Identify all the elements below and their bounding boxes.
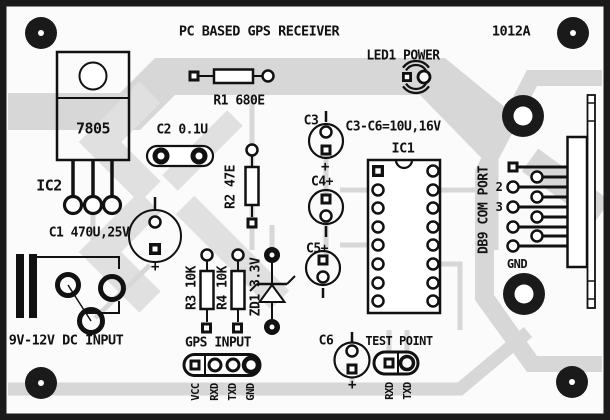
test-point-header [372, 350, 420, 376]
r4-label: R4 10K [215, 266, 231, 310]
r1-label: R1 680E [213, 93, 265, 109]
r2-label: R2 47E [223, 165, 239, 209]
c6-plus-mark: + [348, 377, 356, 393]
tp-pin-txd-label: TXD [401, 382, 414, 400]
test-point-label: TEST POINT [365, 334, 433, 348]
c1-label: C1 470U,25V [48, 225, 130, 241]
c5-capacitor [304, 249, 342, 298]
c1-capacitor [128, 197, 182, 263]
mounting-holes [25, 17, 589, 399]
c4-label: C4+ [311, 174, 333, 190]
r2-resistor [244, 143, 260, 229]
c2-label: C2 0.1U [156, 122, 208, 138]
c3-plus-mark: + [321, 159, 329, 175]
c3-label: C3 [303, 113, 319, 129]
r3-label: R3 10K [184, 266, 200, 310]
db9-pin3-label: 3 [495, 200, 503, 214]
c2-capacitor [145, 144, 215, 168]
c4-capacitor [307, 188, 345, 237]
cap-note-label: C3-C6=10U,16V [345, 119, 441, 135]
ic1-label: IC1 [391, 140, 415, 157]
gps-pin-vcc-label: VCC [189, 383, 202, 401]
ic2-ref-label: IC2 [36, 176, 62, 195]
led1-label: LED1 POWER [366, 48, 440, 64]
db9-gnd-label: GND [506, 257, 528, 271]
gps-input-label: GPS INPUT [185, 335, 251, 351]
tp-pin-rxd-label: RXD [383, 382, 396, 400]
led1-power [402, 59, 432, 95]
c1-plus-mark: + [151, 259, 159, 275]
db9-com-port-label: DB9 COM PORT [476, 166, 492, 254]
gps-input-header [182, 353, 262, 377]
db9-pin2-label: 2 [495, 180, 503, 194]
dc-input-jack [16, 254, 126, 335]
db9-connector [502, 94, 596, 315]
dc-input-label: 9V-12V DC INPUT [8, 332, 124, 349]
ic2-7805-regulator [55, 50, 131, 216]
c6-capacitor [333, 332, 371, 379]
gps-pin-rxd-label: RXD [208, 383, 221, 401]
zd1-label: ZD1 3.3V [248, 257, 264, 317]
gps-pin-gnd-label: GND [244, 383, 257, 401]
c6-label: C6 [318, 333, 334, 349]
ic2-part-label: 7805 [75, 119, 111, 138]
zd1-zener-diode [249, 247, 296, 335]
c5-label: C5+ [306, 241, 328, 257]
r4-resistor [230, 248, 246, 334]
ic1-dip16 [366, 158, 442, 315]
r1-resistor [188, 68, 275, 85]
gps-pin-txd-label: TXD [226, 383, 239, 401]
r3-resistor [199, 248, 215, 334]
board-title: PC BASED GPS RECEIVER [178, 23, 340, 40]
c3-capacitor [307, 111, 345, 160]
board-code: 1012A [491, 23, 531, 40]
